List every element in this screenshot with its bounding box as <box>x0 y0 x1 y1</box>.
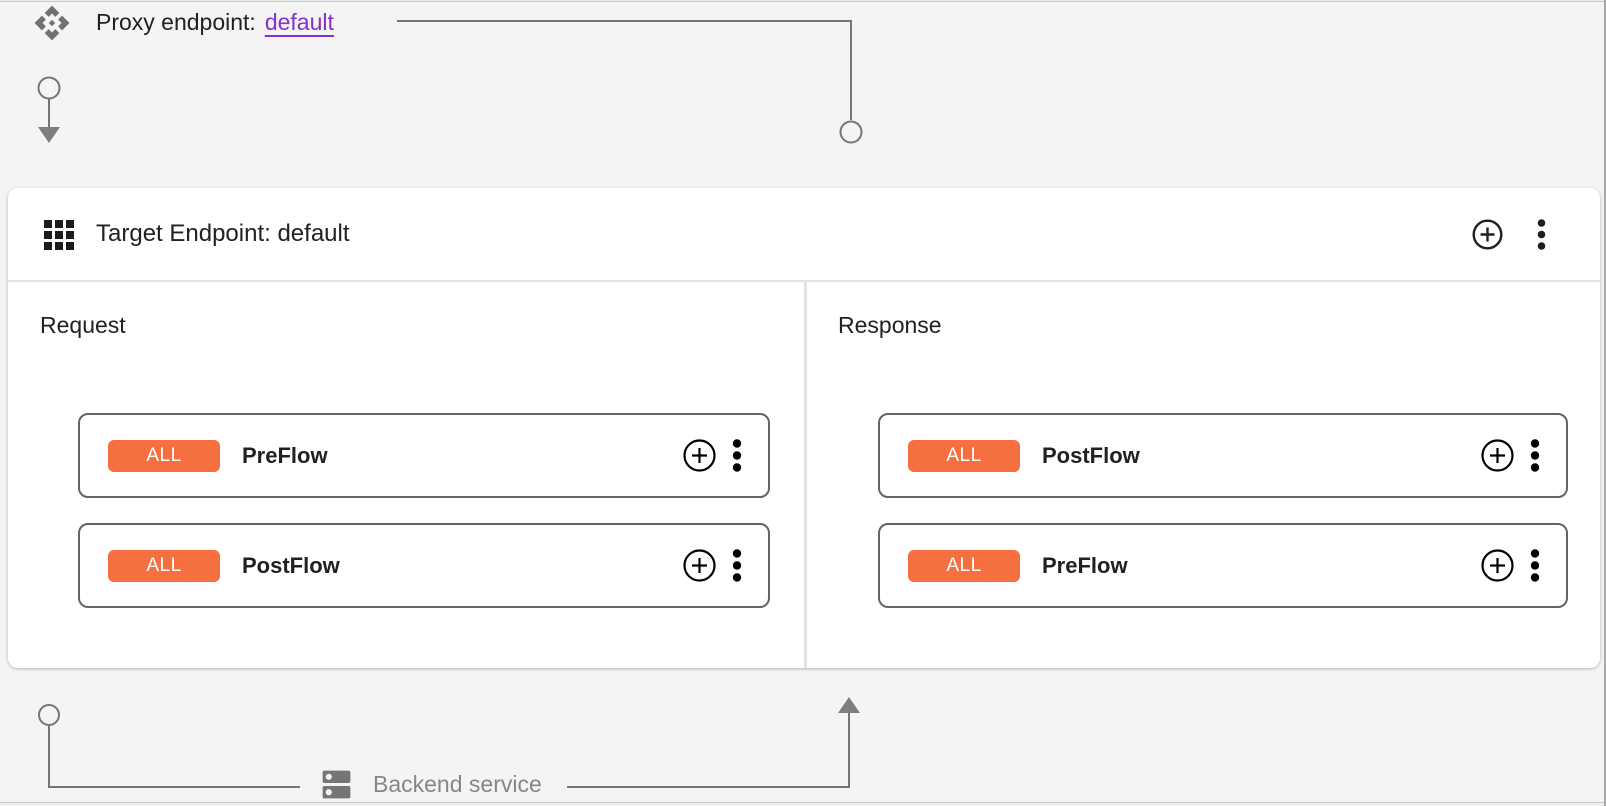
more-vert-icon <box>732 439 742 472</box>
add-target-flow-button[interactable] <box>1472 218 1503 250</box>
flow-card-request-postflow[interactable]: ALL PostFlow <box>78 523 770 608</box>
add-circle-icon <box>1472 218 1503 250</box>
add-policy-button[interactable] <box>683 439 716 472</box>
flow-card-response-preflow[interactable]: ALL PreFlow <box>878 523 1568 608</box>
proxy-endpoint-label: Proxy endpoint: <box>96 9 256 35</box>
flow-menu-button[interactable] <box>1530 549 1540 582</box>
flow-name: PostFlow <box>1042 442 1140 468</box>
condition-badge: ALL <box>908 439 1020 472</box>
add-policy-button[interactable] <box>1481 439 1514 472</box>
flow-card-response-postflow[interactable]: ALL PostFlow <box>878 413 1568 498</box>
flow-name: PostFlow <box>242 552 340 578</box>
flow-name: PreFlow <box>1042 552 1128 578</box>
target-endpoint-header: Target Endpoint: default <box>8 188 1600 282</box>
add-policy-button[interactable] <box>1481 549 1514 582</box>
request-pane-label: Request <box>40 312 126 338</box>
target-endpoint-title: Target Endpoint: default <box>96 220 350 247</box>
canvas-top-edge <box>0 0 1606 2</box>
condition-badge: ALL <box>908 549 1020 582</box>
canvas-bottom-edge <box>0 802 1606 806</box>
flow-menu-button[interactable] <box>732 439 742 472</box>
backend-return-arrow <box>838 697 860 713</box>
target-endpoint-card: Target Endpoint: default Request Respons… <box>8 188 1600 668</box>
add-circle-icon <box>1481 439 1514 472</box>
target-endpoint-menu-button[interactable] <box>1537 218 1546 250</box>
flow-card-request-preflow[interactable]: ALL PreFlow <box>78 413 770 498</box>
canvas-right-edge <box>1604 0 1606 806</box>
request-stub-node <box>37 76 61 100</box>
flow-menu-button[interactable] <box>732 549 742 582</box>
connector-backend-to-response <box>567 713 850 788</box>
request-response-divider <box>804 282 807 668</box>
backend-service: Backend service <box>318 766 542 803</box>
backend-service-icon <box>322 770 351 799</box>
more-vert-icon <box>1530 549 1540 582</box>
more-vert-icon <box>732 549 742 582</box>
condition-badge: ALL <box>108 439 220 472</box>
proxy-endpoint-link[interactable]: default <box>264 9 334 35</box>
grid-icon <box>44 220 74 250</box>
more-vert-icon <box>1530 439 1540 472</box>
condition-badge: ALL <box>108 549 220 582</box>
add-circle-icon <box>1481 549 1514 582</box>
response-pane-label: Response <box>838 312 942 338</box>
connector-request-to-backend <box>48 725 300 788</box>
add-policy-button[interactable] <box>683 549 716 582</box>
more-vert-icon <box>1537 218 1546 250</box>
api-proxy-icon <box>34 5 70 41</box>
flow-menu-button[interactable] <box>1530 439 1540 472</box>
flow-name: PreFlow <box>242 442 328 468</box>
add-circle-icon <box>683 439 716 472</box>
add-circle-icon <box>683 549 716 582</box>
request-stub-arrow <box>38 127 60 143</box>
backend-service-label: Backend service <box>373 771 542 797</box>
request-exit-node <box>38 704 60 726</box>
connector-proxy-to-target <box>397 20 852 120</box>
target-entry-node <box>839 120 863 144</box>
proxy-endpoint-row: Proxy endpoint: default <box>96 9 334 36</box>
